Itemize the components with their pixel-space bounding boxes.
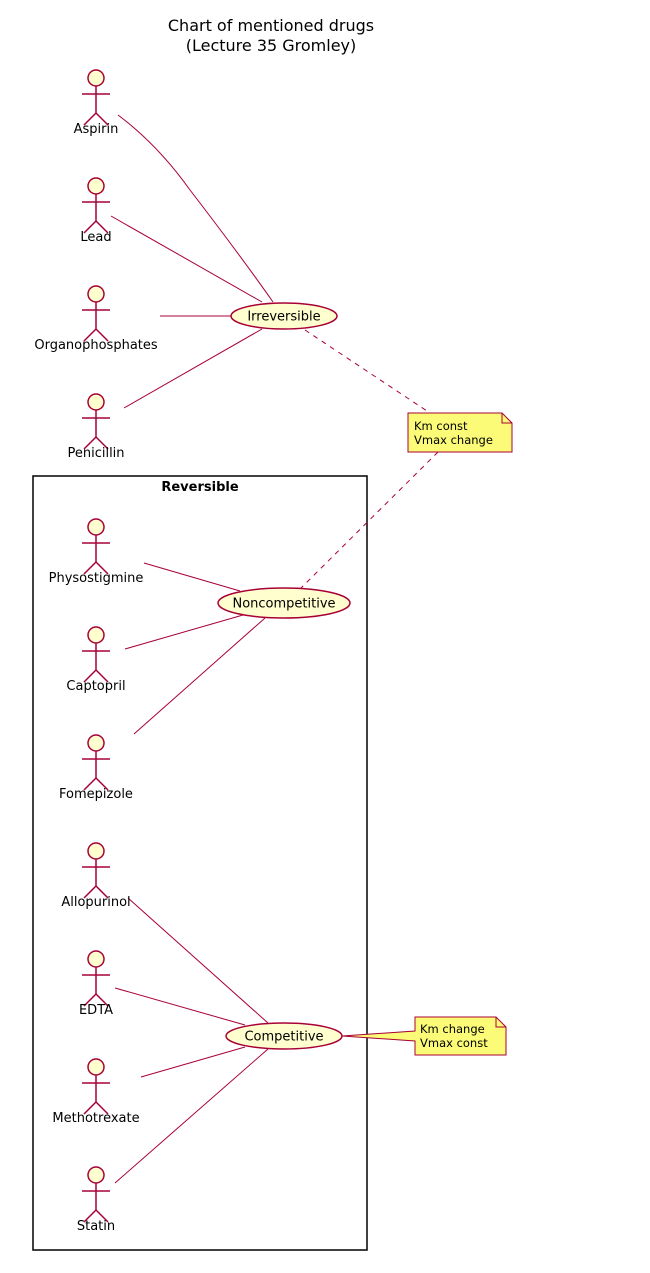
actor-label: Physostigmine: [49, 571, 144, 586]
usecase-competitive[interactable]: Competitive: [225, 1022, 343, 1050]
actor-penicillin[interactable]: Penicillin: [67, 393, 125, 461]
note-link-irreversible: [304, 329, 431, 414]
association-penicillin-irreversible: [123, 328, 263, 409]
association-statin-competitive: [114, 1048, 269, 1184]
note-line: Vmax const: [420, 1036, 488, 1050]
note-km-change: Km change Vmax const: [341, 1016, 507, 1056]
actor-aspirin[interactable]: Aspirin: [74, 69, 119, 137]
actor-methotrexate[interactable]: Methotrexate: [52, 1058, 140, 1126]
actor-label: Aspirin: [74, 122, 119, 137]
actor-statin[interactable]: Statin: [77, 1166, 115, 1234]
stick-figure-icon: [82, 842, 110, 899]
note-line: Km change: [420, 1022, 485, 1036]
actor-organophosphates[interactable]: Organophosphates: [34, 285, 158, 353]
association-allopurinol-competitive: [127, 897, 269, 1024]
actor-label: EDTA: [79, 1003, 113, 1018]
stick-figure-icon: [82, 177, 110, 234]
association-physostigmine-noncompetitive: [143, 562, 241, 592]
stick-figure-icon: [82, 1058, 110, 1115]
actors: AspirinLeadOrganophosphatesPenicillinPhy…: [34, 69, 158, 1234]
actor-edta[interactable]: EDTA: [79, 950, 113, 1018]
association-captopril-noncompetitive: [124, 614, 244, 650]
actor-label: Fomepizole: [59, 787, 133, 802]
usecase-label: Noncompetitive: [232, 597, 335, 612]
stick-figure-icon: [82, 69, 110, 126]
note-line: Km const: [414, 419, 468, 433]
association-fomepizole-noncompetitive: [133, 617, 266, 735]
stick-figure-icon: [82, 950, 110, 1007]
usecase-noncompetitive[interactable]: Noncompetitive: [217, 587, 351, 619]
actor-label: Allopurinol: [61, 895, 130, 910]
actor-label: Penicillin: [67, 446, 124, 461]
stick-figure-icon: [82, 734, 110, 791]
stick-figure-icon: [82, 518, 110, 575]
association-edta-competitive: [114, 987, 246, 1026]
package-label: Reversible: [161, 480, 238, 495]
package-reversible: Reversible: [32, 475, 368, 1251]
actor-label: Methotrexate: [52, 1111, 139, 1126]
diagram-title-line-2: (Lecture 35 Gromley): [186, 36, 357, 55]
diagram-title-line-1: Chart of mentioned drugs: [168, 16, 374, 35]
actor-label: Statin: [77, 1219, 115, 1234]
note-line: Vmax change: [414, 433, 493, 447]
usecase-irreversible[interactable]: Irreversible: [230, 302, 338, 330]
association-methotrexate-competitive: [140, 1046, 246, 1078]
actor-lead[interactable]: Lead: [80, 177, 112, 245]
stick-figure-icon: [82, 285, 110, 342]
actor-physostigmine[interactable]: Physostigmine: [49, 518, 144, 586]
association-aspirin-irreversible: [117, 114, 274, 303]
stick-figure-icon: [82, 1166, 110, 1223]
actor-fomepizole[interactable]: Fomepizole: [59, 734, 133, 802]
actor-label: Lead: [80, 230, 111, 245]
actor-label: Captopril: [66, 679, 125, 694]
stick-figure-icon: [82, 626, 110, 683]
association-lead-irreversible: [110, 215, 263, 303]
note-link-noncompetitive: [299, 451, 439, 590]
edges: [110, 114, 439, 1184]
stick-figure-icon: [82, 393, 110, 450]
usecase-label: Competitive: [244, 1030, 323, 1045]
actor-captopril[interactable]: Captopril: [66, 626, 126, 694]
actor-allopurinol[interactable]: Allopurinol: [61, 842, 131, 910]
note-km-const: Km const Vmax change: [407, 412, 513, 453]
usecase-label: Irreversible: [247, 310, 320, 325]
actor-label: Organophosphates: [34, 338, 158, 353]
